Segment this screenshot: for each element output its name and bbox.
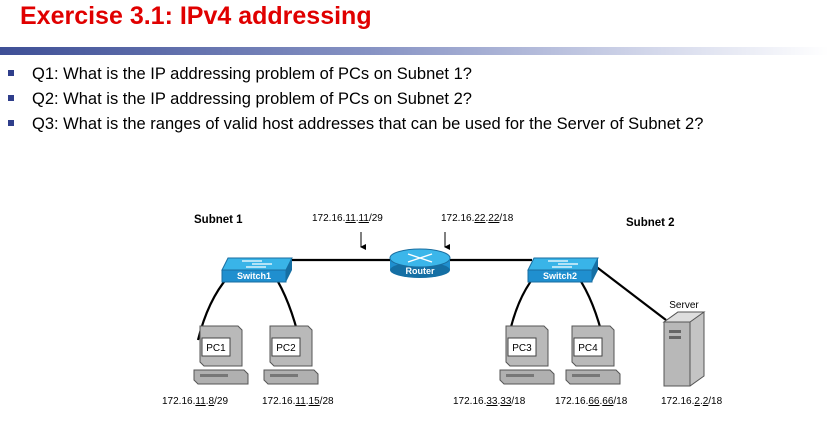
pc4-label: PC4 — [578, 343, 598, 354]
router-if2-ip: 172.16.22.22/18 — [441, 213, 514, 224]
pc3: PC3 — [499, 325, 555, 385]
bullet-icon — [8, 120, 14, 126]
pc2: PC2 — [263, 325, 319, 385]
pc2-ip: 172.16.11.15/28 — [262, 396, 334, 407]
pc4: PC4 — [565, 325, 621, 385]
bullet-icon — [8, 70, 14, 76]
question-item: Q1: What is the IP addressing problem of… — [8, 63, 703, 88]
pc2-label: PC2 — [276, 343, 296, 354]
switch-arrows-icon — [548, 260, 578, 268]
slide-title: Exercise 3.1: IPv4 addressing — [20, 2, 372, 30]
router-arrows-icon — [407, 253, 433, 263]
pc4-ip: 172.16.66.66/18 — [555, 396, 628, 407]
pc1-label: PC1 — [206, 343, 226, 354]
question-text: Q3: What is the ranges of valid host add… — [32, 115, 704, 133]
switch1: Switch1 — [221, 257, 293, 283]
switch-arrows-icon — [242, 260, 272, 268]
switch1-label: Switch1 — [237, 271, 271, 281]
pc3-label: PC3 — [512, 343, 532, 354]
question-text: Q1: What is the IP addressing problem of… — [32, 65, 472, 83]
router: Router — [389, 248, 451, 278]
server: Server — [662, 300, 706, 387]
question-text: Q2: What is the IP addressing problem of… — [32, 90, 472, 108]
router-label: Router — [406, 266, 435, 276]
subnet2-label: Subnet 2 — [626, 217, 675, 229]
switch2: Switch2 — [527, 257, 599, 283]
server-ip: 172.16.2.2/18 — [661, 396, 723, 407]
subnet1-label: Subnet 1 — [194, 214, 243, 226]
question-item: Q3: What is the ranges of valid host add… — [8, 113, 703, 138]
server-label: Server — [669, 300, 699, 311]
switch2-label: Switch2 — [543, 271, 577, 281]
pc1: PC1 — [193, 325, 249, 385]
link-switch2-server — [589, 261, 667, 321]
router-if1-ip: 172.16.11.11/29 — [312, 213, 383, 224]
bullet-icon — [8, 95, 14, 101]
title-rule — [0, 47, 829, 55]
question-list: Q1: What is the IP addressing problem of… — [8, 63, 703, 138]
question-item: Q2: What is the IP addressing problem of… — [8, 88, 703, 113]
pc1-ip: 172.16.11.8/29 — [162, 396, 228, 407]
pc3-ip: 172.16.33.33/18 — [453, 396, 526, 407]
